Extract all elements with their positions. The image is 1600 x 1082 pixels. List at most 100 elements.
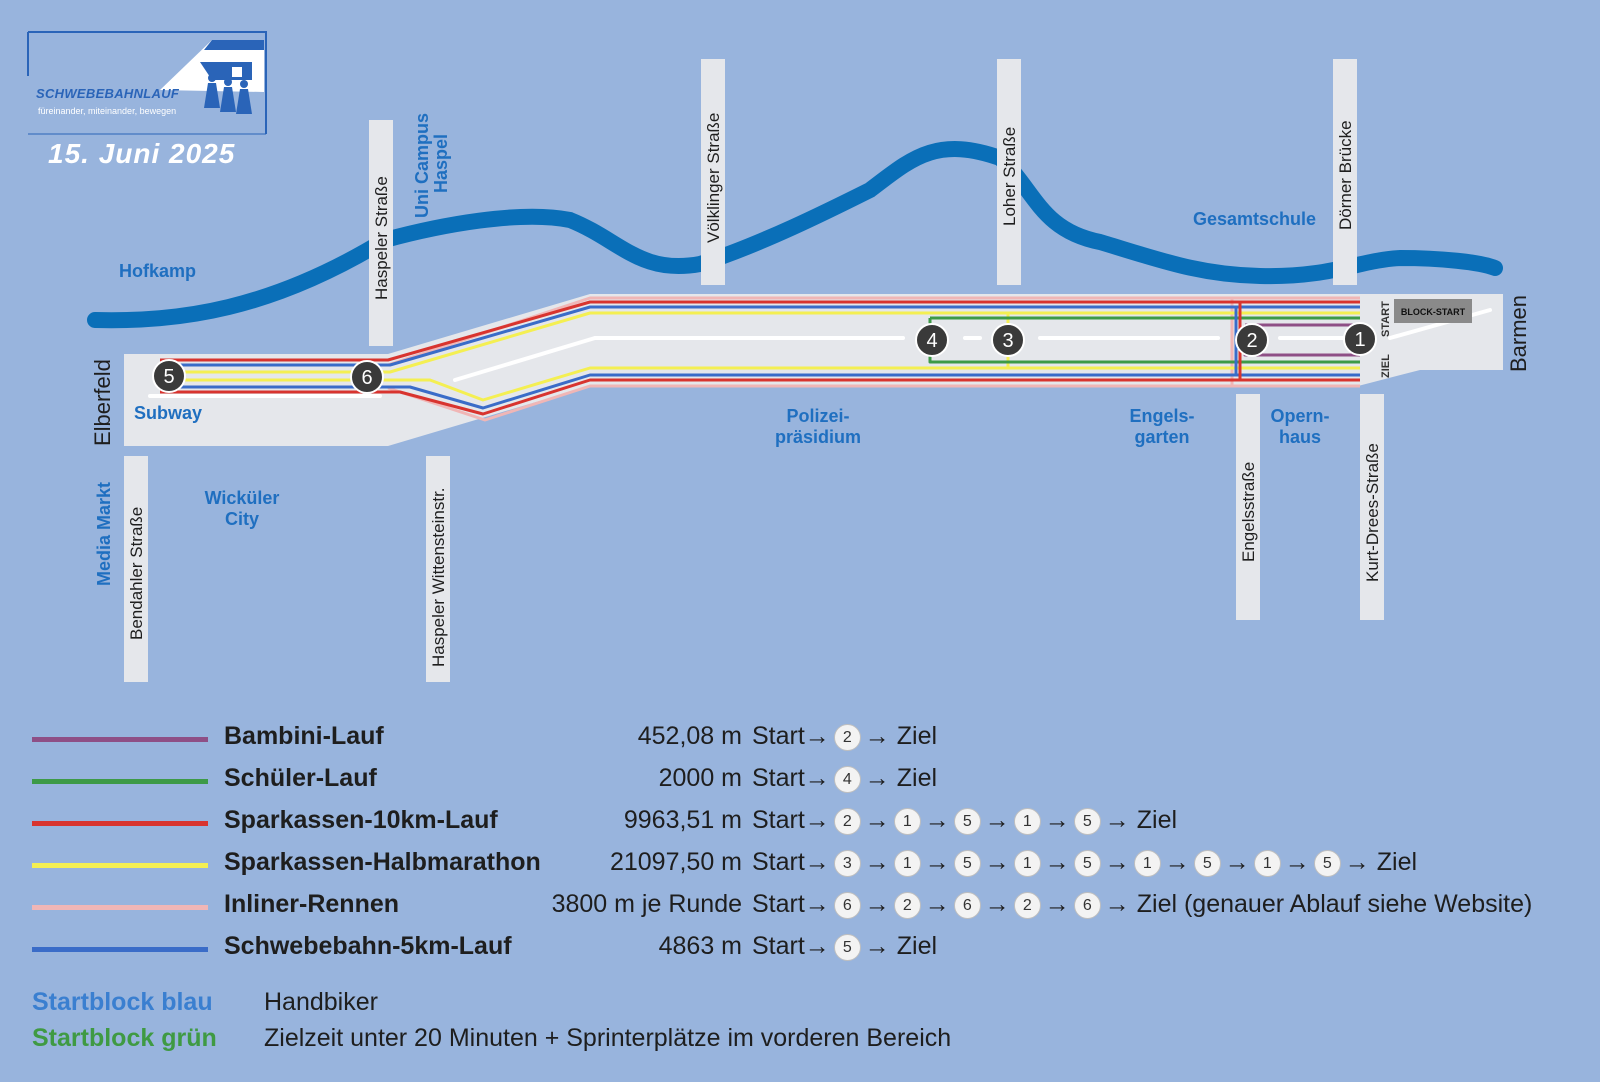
place-opern-2: haus xyxy=(1279,427,1321,447)
marker-5: 5 xyxy=(152,359,186,393)
start-block-text: Handbiker xyxy=(264,988,378,1016)
legend-line xyxy=(32,737,208,742)
legend-distance: 452,08 m xyxy=(637,722,742,750)
legend-route: Start→2→ Ziel xyxy=(752,722,937,751)
start-block-label: Startblock blau xyxy=(32,988,213,1016)
route-inliner-bottom xyxy=(387,384,1360,422)
route-marker: 6 xyxy=(953,892,981,919)
legend-name: Sparkassen-Halbmarathon xyxy=(224,848,541,876)
route-marker: 5 xyxy=(1073,850,1101,877)
route-marker: 1 xyxy=(1013,850,1041,877)
route-text: → xyxy=(1044,848,1070,876)
legend-route: Start→6→2→6→2→6→ Ziel (genauer Ablauf si… xyxy=(752,890,1532,919)
place-media-markt: Media Markt xyxy=(94,482,114,586)
route-marker: 5 xyxy=(953,808,981,835)
legend-name: Bambini-Lauf xyxy=(224,722,384,750)
svg-text:6: 6 xyxy=(361,367,372,389)
svg-text:BLOCK-START: BLOCK-START xyxy=(1401,307,1466,317)
route-text: Start→ xyxy=(752,764,830,792)
legend-line xyxy=(32,947,208,952)
logo xyxy=(27,31,267,135)
route-text: → Ziel xyxy=(864,722,938,750)
legend-line xyxy=(32,905,208,910)
marker-6: 6 xyxy=(350,360,384,394)
route-text: → xyxy=(1044,890,1070,918)
route-marker: 6 xyxy=(833,892,861,919)
street-bar-engels xyxy=(1236,394,1260,620)
street-bar-doerner xyxy=(1333,59,1357,285)
street-label-doerner: Dörner Brücke xyxy=(1336,120,1355,230)
road-area xyxy=(124,294,1503,446)
cross-streets xyxy=(124,59,1384,682)
street-label-bendahler: Bendahler Straße xyxy=(127,507,146,640)
logo-runners-icon xyxy=(204,74,252,114)
route-text: → xyxy=(984,806,1010,834)
svg-text:3: 3 xyxy=(1002,330,1013,352)
legend-line xyxy=(32,821,208,826)
route-text: Start→ xyxy=(752,890,830,918)
legend-line xyxy=(32,779,208,784)
street-label-loher: Loher Straße xyxy=(1000,127,1019,226)
street-bar-kurtdrees xyxy=(1360,394,1384,620)
legend-name: Inliner-Rennen xyxy=(224,890,400,918)
svg-text:2: 2 xyxy=(1246,330,1257,352)
street-label-kurtdrees: Kurt-Drees-Straße xyxy=(1363,443,1382,582)
legend-name: Sparkassen-10km-Lauf xyxy=(224,806,498,834)
marker-2: 2 xyxy=(1235,323,1269,357)
route-text: → Ziel xyxy=(864,764,938,792)
place-polizei-2: präsidium xyxy=(775,427,861,447)
route-10km-top xyxy=(160,300,1360,362)
street-bar-wittenstein xyxy=(426,456,450,682)
route-text: → xyxy=(1284,848,1310,876)
place-wickueler-2: City xyxy=(225,509,259,529)
street-bar-loher xyxy=(997,59,1021,285)
route-text: → xyxy=(924,848,950,876)
route-text: Start→ xyxy=(752,848,830,876)
route-marker: 5 xyxy=(833,934,861,961)
route-map: 1 2 3 4 5 6 START ZIEL BLOCK-START Haspe… xyxy=(27,31,1531,682)
street-label-wittenstein: Haspeler Wittensteinstr. xyxy=(429,487,448,667)
route-marker: 2 xyxy=(893,892,921,919)
place-uni-2: Haspel xyxy=(431,134,451,193)
svg-text:1: 1 xyxy=(1354,329,1365,351)
place-wickueler-1: Wicküler xyxy=(205,488,280,508)
svg-text:5: 5 xyxy=(163,366,174,388)
end-label-barmen: Barmen xyxy=(1506,295,1531,372)
legend-distance: 3800 m je Runde xyxy=(551,890,742,918)
legend-route: Start→3→1→5→1→5→1→5→1→5→ Ziel xyxy=(752,848,1417,877)
legend-name: Schwebebahn-5km-Lauf xyxy=(224,932,512,960)
street-label-haspeler: Haspeler Straße xyxy=(372,176,391,300)
place-gesamtschule: Gesamtschule xyxy=(1193,209,1316,229)
route-hm-top xyxy=(160,311,1360,374)
route-text: → xyxy=(1044,806,1070,834)
legend-distance: 21097,50 m xyxy=(609,848,742,876)
route-text: → xyxy=(924,890,950,918)
street-label-voelklinger: Völklinger Straße xyxy=(704,113,723,243)
route-marker: 3 xyxy=(833,850,861,877)
legend-row: Sparkassen-Halbmarathon 21097,50 m Start→3… xyxy=(32,844,1592,886)
route-text: → xyxy=(864,890,890,918)
route-text: → xyxy=(984,890,1010,918)
route-marker: 5 xyxy=(953,850,981,877)
route-text: → xyxy=(1164,848,1190,876)
street-bar-haspeler xyxy=(369,120,393,346)
legend-route: Start→2→1→5→1→5→ Ziel xyxy=(752,806,1177,835)
route-text: → xyxy=(1224,848,1250,876)
event-date: 15. Juni 2025 xyxy=(48,138,236,169)
median-line xyxy=(148,308,1492,398)
route-text: → xyxy=(984,848,1010,876)
place-opern-1: Opern- xyxy=(1270,406,1329,426)
place-polizei-1: Polizei- xyxy=(786,406,849,426)
marker-4: 4 xyxy=(915,323,949,357)
legend-distance: 2000 m xyxy=(658,764,742,792)
legend-distance: 4863 m xyxy=(658,932,742,960)
route-marker: 5 xyxy=(1193,850,1221,877)
route-marker: 1 xyxy=(1253,850,1281,877)
route-text: Start→ xyxy=(752,806,830,834)
route-marker: 2 xyxy=(1013,892,1041,919)
route-hm-bottom xyxy=(160,366,1360,402)
route-marker: 4 xyxy=(833,766,861,793)
